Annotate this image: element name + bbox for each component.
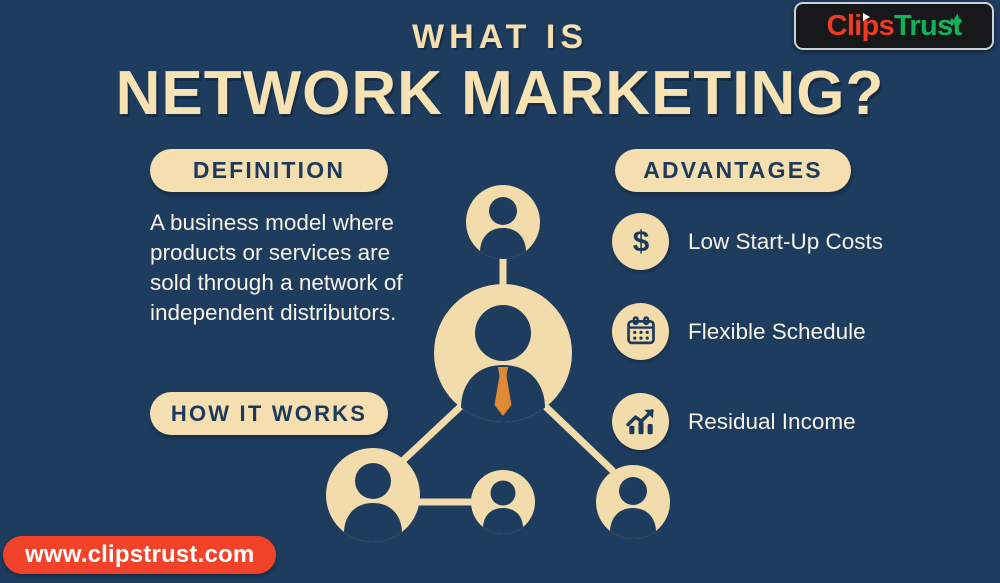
pill-definition: DEFINITION	[150, 149, 388, 192]
pill-advantages: ADVANTAGES	[615, 149, 851, 192]
definition-body-text: A business model where products or servi…	[150, 210, 403, 325]
logo-clips-text: Clips	[826, 9, 895, 42]
connector-center-downline-left	[392, 403, 464, 471]
advantage-label: Low Start-Up Costs	[688, 228, 884, 254]
website-url-banner[interactable]: www.clipstrust.com	[3, 536, 277, 574]
network-connectors	[392, 255, 616, 506]
network-diagram	[326, 185, 670, 545]
advantage-label: Residual Income	[688, 408, 856, 434]
thumbs-up-icon	[950, 13, 962, 26]
svg-text:$: $	[632, 226, 649, 258]
advantage-item-residual-income: Residual Income	[612, 390, 912, 452]
advantage-label: Flexible Schedule	[688, 318, 866, 344]
network-node-downline-middle[interactable]	[471, 470, 535, 544]
advantage-item-flexible-schedule: Flexible Schedule	[612, 300, 912, 362]
network-node-upline[interactable]	[466, 185, 540, 270]
advantage-item-low-start-up-costs: $ Low Start-Up Costs	[612, 210, 912, 272]
logo-trust-text: Trust	[894, 9, 962, 42]
connector-center-downline-right	[542, 403, 616, 474]
advantages-list: $ Low Start-Up Costs	[612, 210, 912, 480]
network-node-downline-right[interactable]	[596, 465, 670, 545]
network-node-downline-left[interactable]	[326, 448, 420, 545]
website-url-text: www.clipstrust.com	[25, 541, 255, 568]
calendar-icon	[612, 302, 669, 360]
necktie-icon	[494, 367, 512, 416]
page-title: NETWORK MARKETING?	[115, 59, 885, 128]
growth-chart-icon	[612, 392, 669, 450]
pill-how-it-works: HOW IT WORKS	[150, 392, 388, 435]
logo-wordmark: ClipsTrust	[826, 9, 963, 42]
clipstrust-logo[interactable]: ClipsTrust	[794, 2, 994, 50]
play-triangle-icon	[862, 12, 870, 21]
dollar-sign-icon: $	[612, 212, 669, 270]
page-eyebrow: WHAT IS	[411, 18, 588, 56]
